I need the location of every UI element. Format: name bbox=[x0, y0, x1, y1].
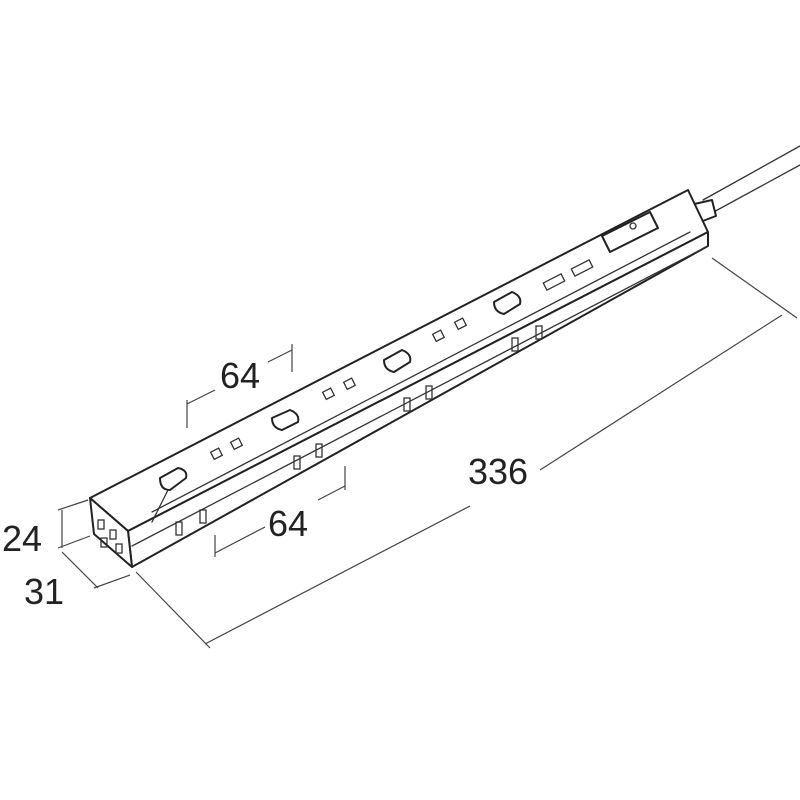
strip-front-face bbox=[127, 231, 709, 568]
top-outlet-1 bbox=[151, 437, 244, 523]
switch bbox=[601, 211, 659, 253]
side-outlets bbox=[175, 325, 543, 536]
top-outlet-2 bbox=[271, 377, 357, 431]
top-outlet-4 bbox=[493, 259, 594, 315]
label-length: 336 bbox=[468, 451, 528, 492]
label-height: 24 bbox=[2, 518, 42, 559]
dimension-length: 336 bbox=[135, 257, 798, 649]
label-pitch-side: 64 bbox=[268, 503, 308, 544]
dimension-pitch-side: 64 bbox=[214, 466, 346, 557]
top-outlet-3 bbox=[383, 317, 468, 373]
dimension-pitch-top: 64 bbox=[186, 344, 293, 428]
dimension-height: 24 bbox=[2, 499, 91, 559]
label-pitch-top: 64 bbox=[220, 355, 260, 396]
end-outlet bbox=[97, 519, 123, 554]
top-outlets bbox=[151, 211, 659, 523]
label-width: 31 bbox=[24, 571, 64, 612]
power-cord bbox=[689, 145, 800, 223]
dimension-width: 31 bbox=[24, 551, 131, 612]
